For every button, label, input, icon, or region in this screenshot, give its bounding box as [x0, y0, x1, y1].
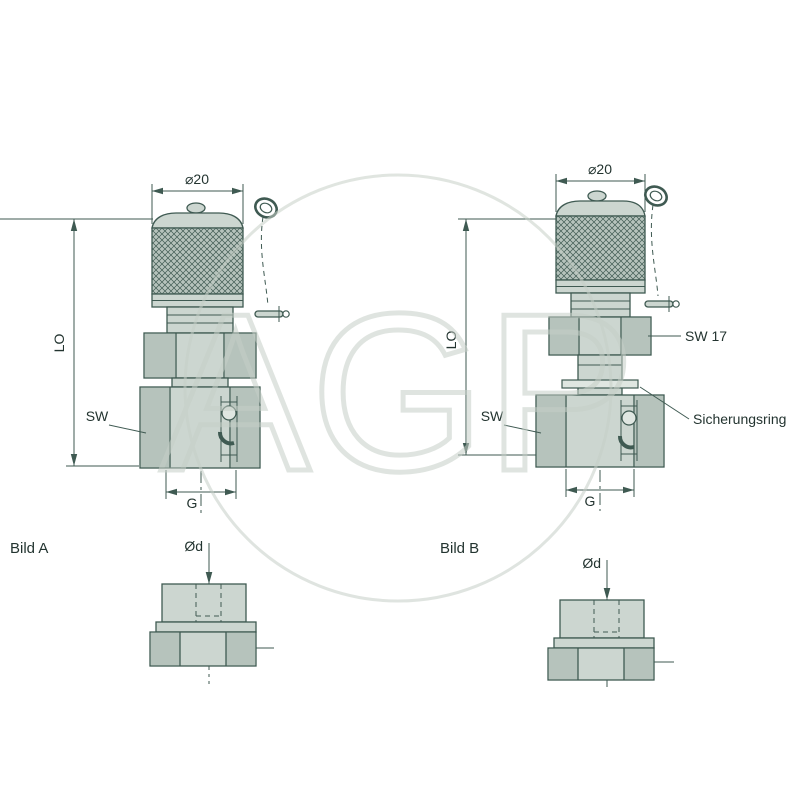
detail-flange-b	[553, 637, 655, 649]
watermark: AGP	[158, 173, 638, 603]
dim-bore-label-a: Ød	[184, 538, 203, 554]
dim-diameter-label-b: ⌀20	[588, 161, 612, 177]
dim-bore-label-b: Ød	[582, 555, 601, 571]
detail-hex-a	[149, 631, 257, 667]
seal-detail-a	[218, 431, 235, 446]
dim-diameter-label-a: ⌀20	[185, 171, 209, 187]
dim-thread-label-a: G	[187, 495, 198, 511]
dim-length-label-a: LO	[51, 334, 67, 353]
seal-detail-b	[618, 435, 635, 450]
wrench-label-a: SW	[86, 408, 109, 424]
lanyard-pin-eye-a	[282, 310, 290, 318]
check-ball-b	[621, 410, 637, 426]
lanyard-pin-eye-b	[672, 300, 680, 308]
cap-knurl-b	[555, 215, 646, 281]
check-ball-a	[221, 405, 237, 421]
watermark-circle	[183, 173, 613, 603]
detail-flange-a	[155, 621, 257, 633]
cap-button-a	[186, 202, 206, 214]
dimensions-b: ⌀20 LO SW SW 17 Sicherungsring G	[443, 161, 786, 511]
lanyard-wire-b	[650, 204, 659, 297]
watermark-text: AGP	[160, 266, 635, 518]
detail-view-a: Ød	[149, 538, 274, 684]
cap-dome-a	[151, 212, 244, 229]
detail-body-b	[559, 599, 645, 639]
detail-hex-b	[547, 647, 655, 681]
cap-button-b	[587, 190, 607, 202]
caption-b: Bild B	[440, 540, 479, 557]
retaining-ring-label-b: Sicherungsring	[693, 411, 786, 427]
wrench-label-b: SW	[481, 408, 504, 424]
lanyard-ring-a	[254, 197, 278, 219]
hex-nut-a	[143, 332, 257, 379]
cap-dome-b	[555, 200, 646, 217]
dimensions-a: ⌀20 LO SW G	[0, 171, 244, 513]
caption-a: Bild A	[10, 540, 48, 557]
coupling-a	[139, 197, 290, 469]
lanyard-wire-a	[260, 216, 269, 307]
lanyard-ring-b	[644, 185, 668, 207]
neck-b	[570, 292, 631, 318]
cap-wrench-label-b: SW 17	[685, 328, 727, 344]
dim-thread-label-b: G	[585, 493, 596, 509]
detail-body-a	[161, 583, 247, 623]
retaining-ring-b	[561, 379, 639, 389]
hex-nut-b	[548, 316, 652, 356]
detail-view-b: Ød	[547, 555, 674, 690]
figure-a: ⌀20 LO SW G Bild A Ød	[0, 171, 290, 684]
dim-length-label-b: LO	[443, 331, 459, 350]
